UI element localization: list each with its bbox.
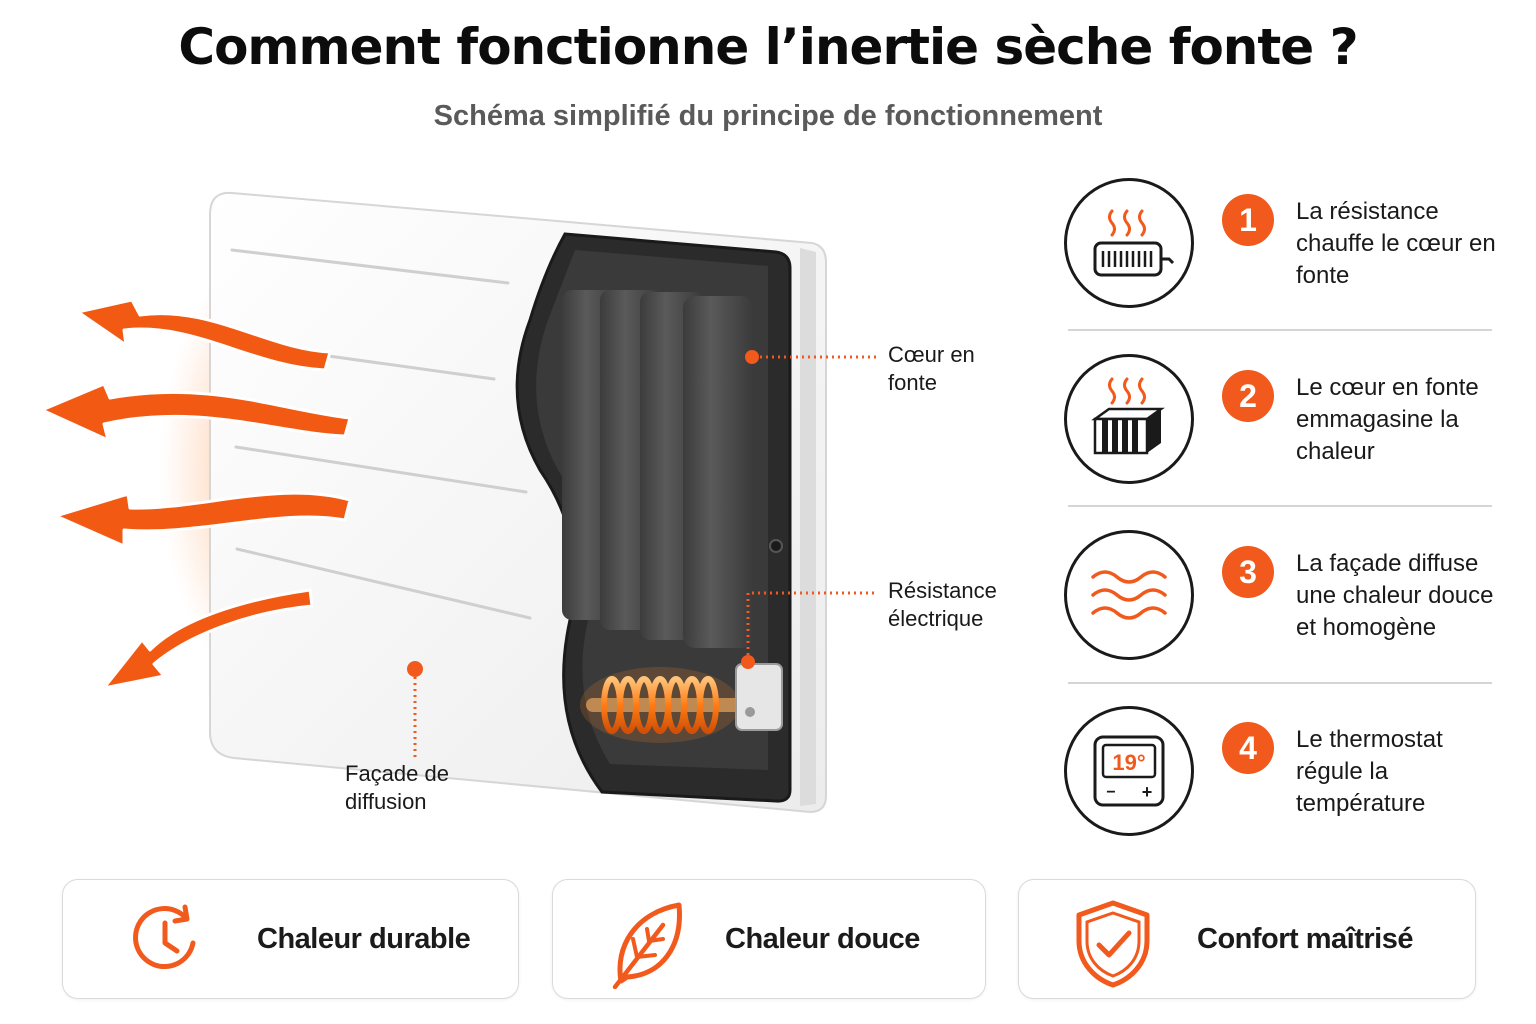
heat-waves-icon	[1091, 570, 1167, 620]
benefit-card-durable: Chaleur durable	[62, 879, 519, 999]
cast-iron-block-icon	[1091, 377, 1165, 455]
step-text: Le cœur en fonte emmagasine la chaleur	[1296, 374, 1479, 465]
step-text: La résistance chauffe le cœur en fonte	[1296, 198, 1496, 289]
callout-coeur-en-fonte: Cœur en fonte	[888, 342, 975, 395]
step-number: 2	[1222, 370, 1274, 422]
callout-dot-facade	[407, 661, 423, 677]
callout-line-resistance	[746, 591, 878, 655]
steps-list: 1 La résistance chauffe le cœur en fonte…	[1060, 172, 1500, 876]
thermostat-icon: 19° − +	[1093, 735, 1165, 807]
thermostat-display: 19°	[1112, 750, 1145, 775]
page-subtitle: Schéma simplifié du principe de fonction…	[433, 100, 1103, 132]
step-4: 19° − + 4 Le thermostat régule la tempér…	[1060, 700, 1500, 876]
cast-iron-core	[562, 290, 753, 648]
step-number: 1	[1222, 194, 1274, 246]
step-text: La façade diffuse une chaleur douce et h…	[1296, 550, 1494, 641]
benefit-label: Chaleur durable	[257, 923, 471, 955]
callout-facade: Façade de diffusion	[345, 761, 449, 814]
heat-arrow-icon	[76, 298, 332, 372]
divider	[1068, 329, 1492, 331]
shield-check-icon	[1076, 900, 1150, 988]
heating-element-icon	[1093, 209, 1175, 277]
heat-arrows	[40, 298, 352, 690]
callout-resistance: Résistance électrique	[888, 578, 997, 631]
coil-glow	[580, 667, 740, 743]
terminal-box	[735, 663, 783, 731]
benefit-label: Chaleur douce	[725, 923, 920, 955]
benefit-label: Confort maîtrisé	[1197, 923, 1413, 955]
thermostat-plus: +	[1142, 782, 1153, 802]
benefit-card-douce: Chaleur douce	[552, 879, 986, 999]
divider	[1068, 505, 1492, 507]
divider	[1068, 682, 1492, 684]
heat-arrow-icon	[40, 382, 352, 442]
heat-arrow-icon	[102, 588, 314, 690]
clock-icon	[133, 904, 196, 970]
step-text: Le thermostat régule la température	[1296, 726, 1443, 817]
page-title: Comment fonctionne l’inertie sèche fonte…	[178, 18, 1358, 76]
side-socket	[769, 539, 783, 553]
step-1: 1 La résistance chauffe le cœur en fonte	[1060, 172, 1500, 348]
radiator-diagram	[40, 191, 878, 814]
leaf-icon	[612, 902, 682, 989]
callout-dot-resistance	[741, 655, 755, 669]
step-number: 3	[1222, 546, 1274, 598]
benefit-card-confort: Confort maîtrisé	[1018, 879, 1476, 999]
cast-iron-fin	[683, 296, 753, 648]
step-3: 3 La façade diffuse une chaleur douce et…	[1060, 524, 1500, 700]
heating-coil	[601, 676, 719, 734]
step-number: 4	[1222, 722, 1274, 774]
heat-arrow-icon	[54, 491, 352, 548]
callout-dot-coeur	[745, 350, 759, 364]
thermostat-minus: −	[1106, 784, 1115, 801]
radiator-side-edge	[800, 248, 816, 806]
step-2: 2 Le cœur en fonte emmagasine la chaleur	[1060, 348, 1500, 524]
terminal-screw	[745, 707, 755, 717]
